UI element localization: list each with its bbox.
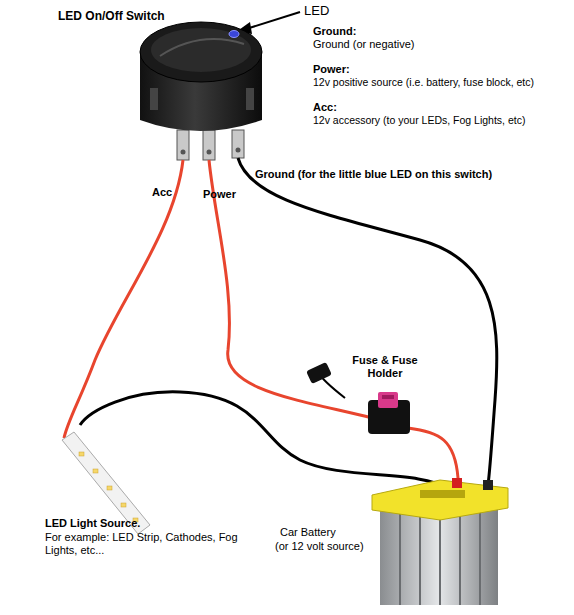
ground-note: Ground (for the little blue LED on this … xyxy=(255,168,492,181)
fuse-label: Fuse & Fuse Holder xyxy=(345,354,425,380)
battery-label: Car Battery xyxy=(280,526,336,539)
switch-title: LED On/Off Switch xyxy=(58,10,165,23)
term-desc: Ground (or negative) xyxy=(313,38,415,51)
pointer-line xyxy=(246,12,300,29)
rocker-switch xyxy=(140,22,262,131)
term-heading: Ground: xyxy=(313,25,356,38)
switch-terminals xyxy=(177,130,244,160)
terminal-label: Acc xyxy=(152,186,172,199)
ground-wire xyxy=(238,158,497,485)
term-desc: 12v positive source (i.e. battery, fuse … xyxy=(313,76,534,89)
blue-led xyxy=(229,31,239,38)
battery-note: (or 12 volt source) xyxy=(275,540,364,553)
term-desc: 12v accessory (to your LEDs, Fog Lights,… xyxy=(313,114,525,127)
term-heading: Acc: xyxy=(313,101,337,114)
car-battery xyxy=(372,478,508,605)
terminal-label: Power xyxy=(203,188,236,201)
fuse-battery-wire xyxy=(408,428,458,478)
led-label: LED xyxy=(304,4,329,17)
term-heading: Power: xyxy=(313,63,350,76)
led-source-title: LED Light Source. xyxy=(45,517,140,530)
led-negative-wire xyxy=(80,392,446,488)
acc-wire xyxy=(64,160,183,438)
led-source-note: For example: LED Strip, Cathodes, Fog Li… xyxy=(45,531,260,557)
